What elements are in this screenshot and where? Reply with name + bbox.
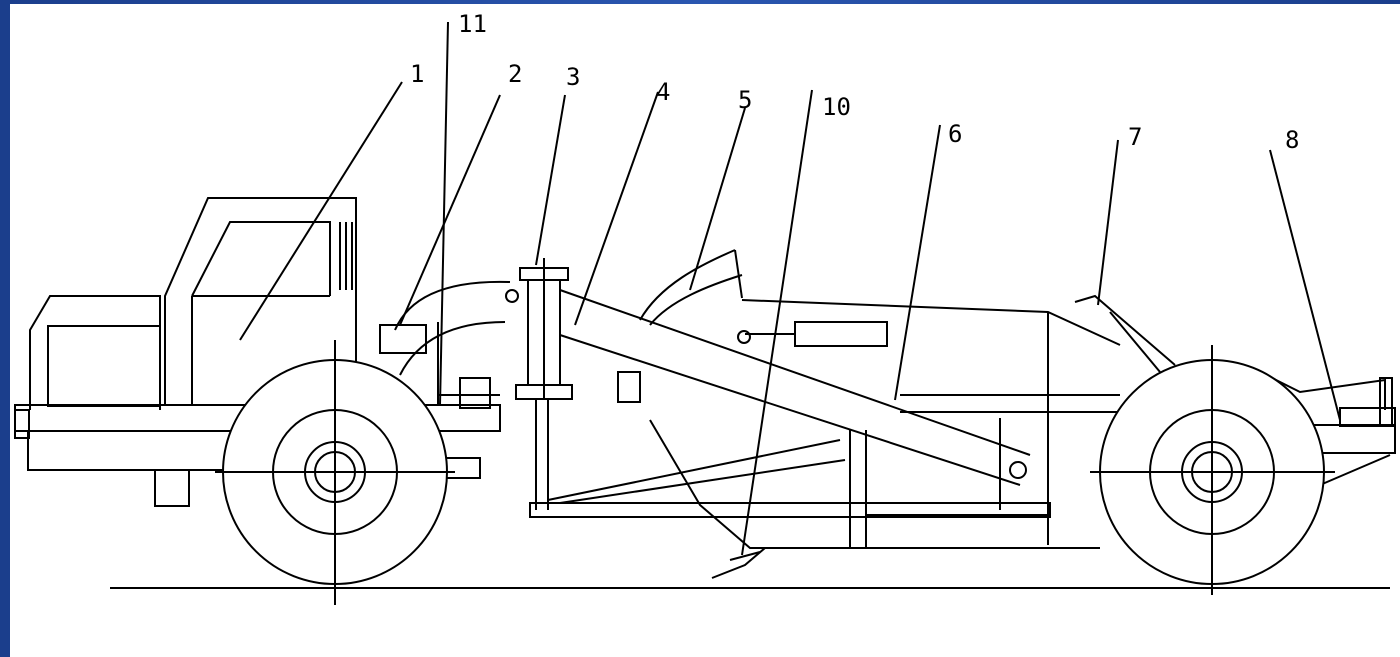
- callout-5: 5: [738, 86, 752, 114]
- operator-cab: [164, 197, 357, 405]
- draft-beam: [559, 289, 1031, 486]
- hydraulic-cylinder: [737, 321, 888, 347]
- callout-2: 2: [508, 60, 522, 88]
- callout-1: 1: [410, 60, 424, 88]
- lower-frame: [529, 439, 1051, 518]
- callout-4: 4: [656, 78, 670, 106]
- bowl: [649, 299, 1121, 549]
- callout-8: 8: [1285, 126, 1299, 154]
- leader-lines: [239, 21, 1341, 556]
- gooseneck: [394, 280, 511, 405]
- callout-3: 3: [566, 63, 580, 91]
- callout-11: 11: [458, 10, 487, 38]
- callout-6: 6: [948, 120, 962, 148]
- apron: [617, 249, 743, 403]
- drawing-canvas: 1 2 3 4 5 10 6 7 8 11: [10, 4, 1400, 657]
- callout-10: 10: [822, 93, 851, 121]
- ejector: [1074, 294, 1176, 373]
- callout-labels: 1 2 3 4 5 10 6 7 8 11: [410, 10, 1299, 154]
- scraper-diagram: 1 2 3 4 5 10 6 7 8 11: [14, 10, 1396, 605]
- callout-7: 7: [1128, 123, 1142, 151]
- rear-frame: [1259, 371, 1396, 486]
- front-wheel: [215, 340, 455, 605]
- rear-wheel: [1090, 345, 1335, 595]
- hitch-assembly: [505, 258, 573, 510]
- cutting-edge: [711, 547, 766, 579]
